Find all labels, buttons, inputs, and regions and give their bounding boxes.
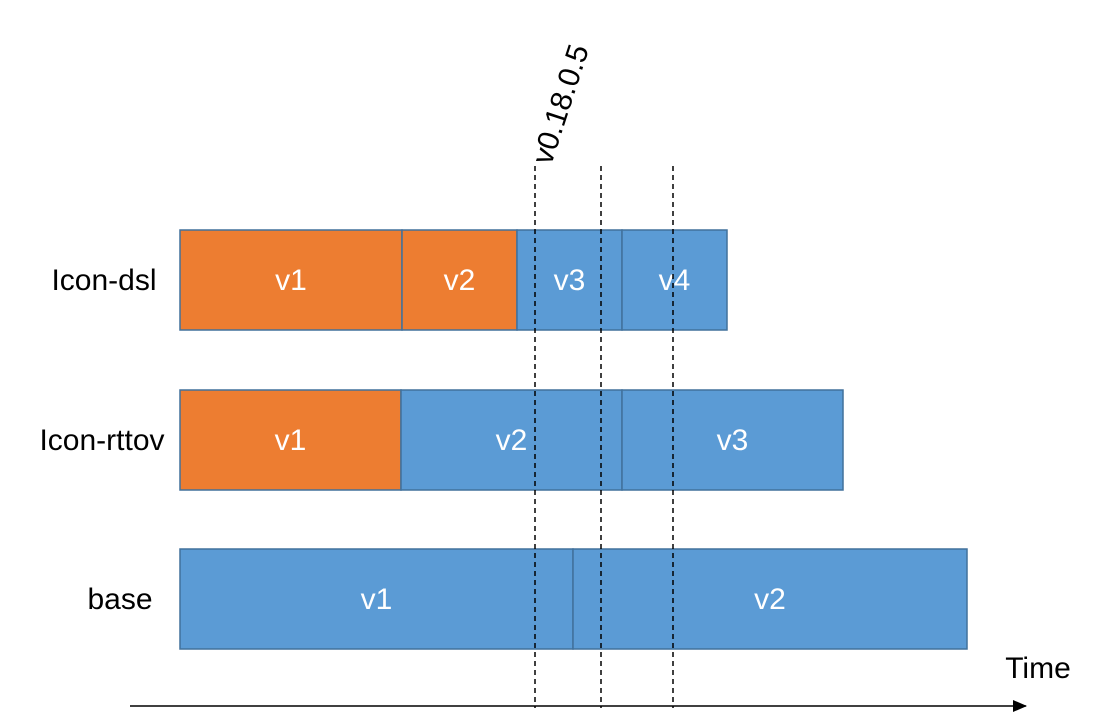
row-label: base — [87, 583, 152, 616]
version-segment-label: v1 — [275, 264, 307, 297]
version-segment-label: v3 — [717, 424, 749, 457]
version-segment-label: v3 — [554, 264, 586, 297]
version-segment — [401, 229, 518, 331]
version-segment — [572, 548, 968, 650]
version-segment-label: v2 — [496, 424, 528, 457]
row-icon-rttov: Icon-rttov v1 v2 v3 — [39, 389, 844, 491]
version-segment — [621, 229, 728, 331]
version-segment-label: v2 — [444, 264, 476, 297]
row-icon-dsl: Icon-dsl v1 v2 v3 v4 — [51, 229, 728, 331]
version-segment — [621, 389, 844, 491]
version-segment — [400, 389, 623, 491]
version-segment — [179, 229, 403, 331]
version-segment-label: v2 — [754, 583, 786, 616]
release-marker-label: v0.18.0.5 — [526, 41, 596, 169]
row-label: Icon-rttov — [39, 424, 164, 457]
time-axis-label: Time — [1005, 652, 1071, 685]
version-segment-label: v1 — [361, 583, 393, 616]
row-base: base v1 v2 — [87, 548, 968, 650]
version-segment-label: v1 — [275, 424, 307, 457]
version-segment — [179, 548, 574, 650]
version-segment — [179, 389, 402, 491]
version-segment-label: v4 — [659, 264, 691, 297]
row-label: Icon-dsl — [51, 264, 156, 297]
